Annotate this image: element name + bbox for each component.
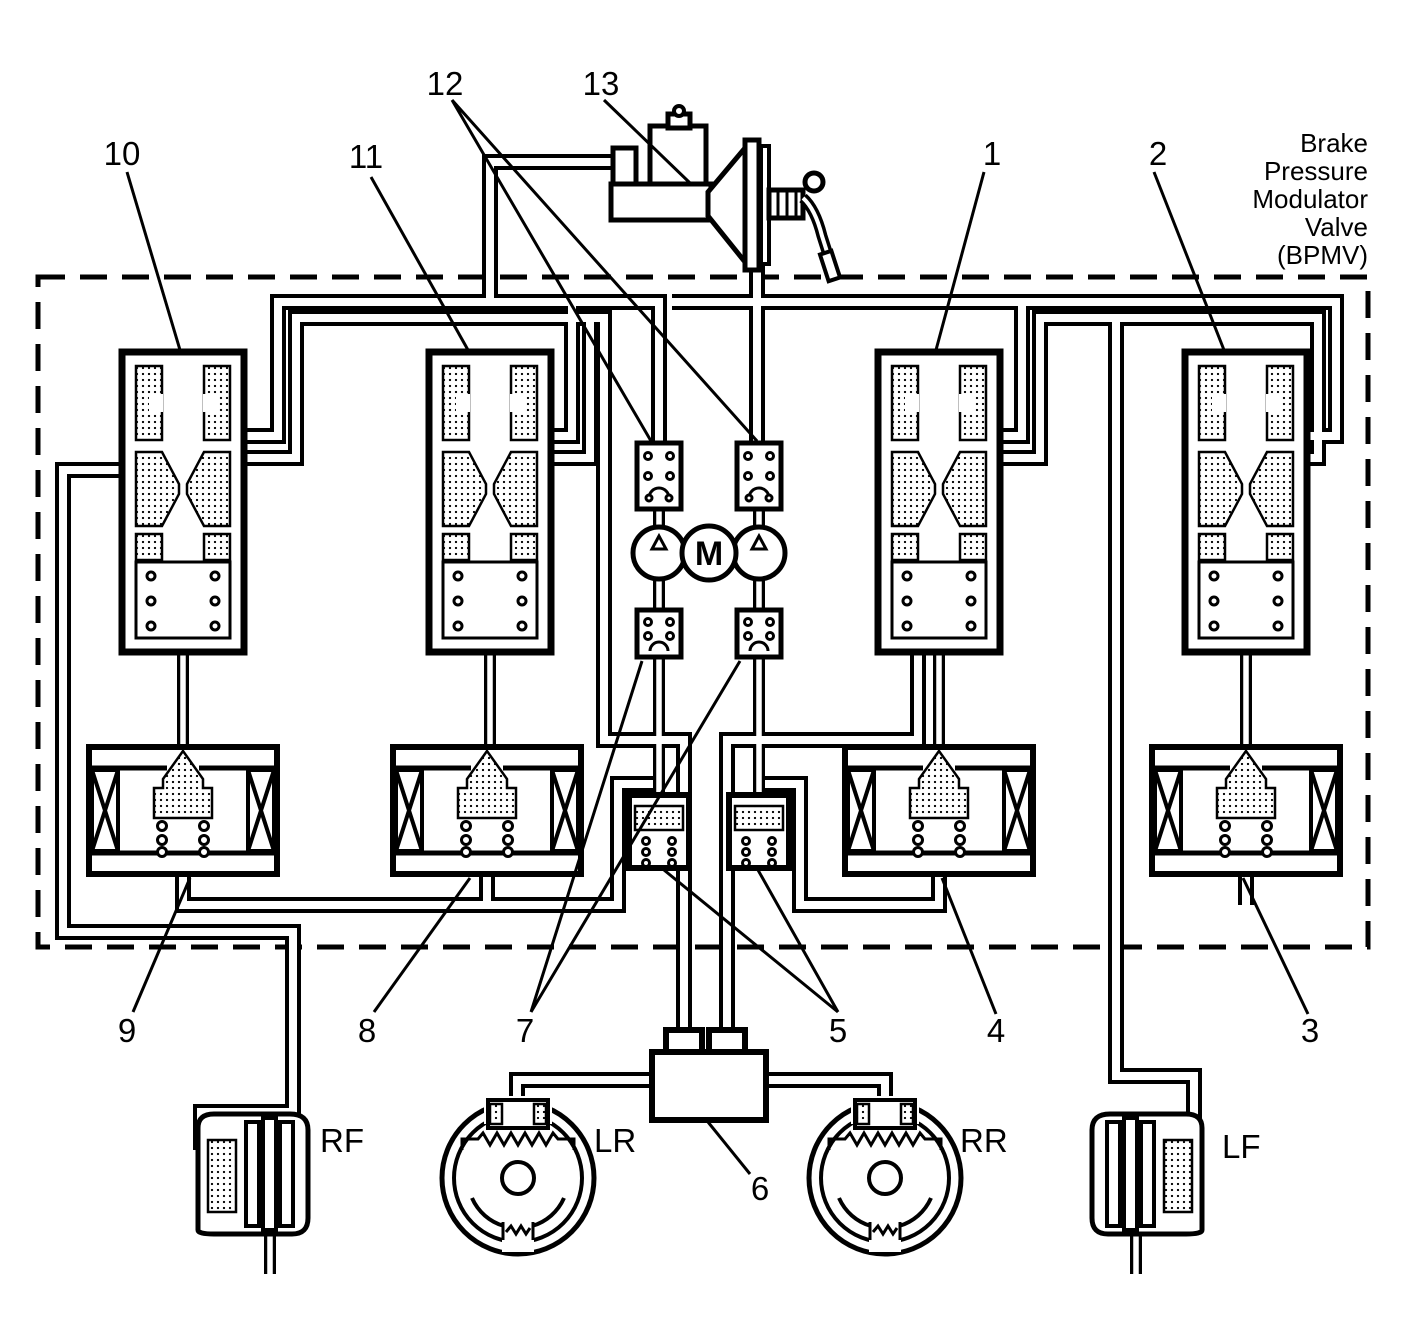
pedal-pivot-icon — [802, 170, 826, 194]
pushrod-ribs — [776, 192, 798, 216]
callout-5-label: 5 — [829, 1012, 847, 1049]
inlet-valve-10 — [118, 348, 248, 656]
callout-5-leader — [663, 868, 840, 1014]
bpmv-title-line-4: Valve — [1305, 212, 1368, 242]
callout-12-leader — [450, 98, 759, 443]
mc-cap-dome-icon — [672, 104, 686, 118]
callout-6-leader — [706, 1121, 752, 1175]
callout-2-label: 2 — [1149, 135, 1167, 172]
labels: 10 11 12 13 1 2 9 8 7 5 4 3 6 RF LR RR L… — [104, 65, 1369, 1207]
master-cylinder-assembly — [608, 104, 843, 284]
wheel-brake-lr — [439, 1096, 597, 1257]
callout-1-leader — [934, 171, 986, 351]
callout-13-leader — [602, 98, 692, 185]
callout-7-leader — [529, 660, 742, 1013]
check-valve-lower-left — [634, 607, 684, 660]
wheel-label-lf: LF — [1222, 1128, 1261, 1165]
inlet-valve-1 — [874, 348, 1004, 656]
callout-10-leader — [125, 171, 182, 351]
inlet-valve-2 — [1181, 348, 1311, 656]
check-valve-upper-right — [734, 440, 784, 512]
bpmv-title-line-5: (BPMV) — [1277, 240, 1368, 270]
pedal-pad — [817, 248, 843, 284]
callout-12-label: 12 — [427, 65, 464, 102]
pedal-arm-inner — [801, 196, 831, 259]
callout-7-label: 7 — [516, 1012, 534, 1049]
callout-2-leader — [1152, 171, 1226, 351]
callout-leaders — [125, 98, 1310, 1175]
pump-motor-group: M — [630, 523, 788, 583]
bpmv-title-line-2: Pressure — [1264, 156, 1368, 186]
accumulator-right — [726, 792, 792, 871]
check-valve-lower-right — [734, 607, 784, 660]
callout-6-label: 6 — [751, 1170, 769, 1207]
components: M — [86, 104, 1343, 1257]
callout-9-leader — [131, 877, 192, 1013]
pump-right-triangle-icon — [749, 532, 769, 551]
wheel-brake-rf — [195, 1111, 311, 1237]
check-valve-upper-left — [634, 440, 684, 512]
booster-cone — [705, 141, 748, 270]
callout-13-label: 13 — [583, 65, 620, 102]
callout-4-label: 4 — [987, 1012, 1005, 1049]
callout-8-leader — [372, 877, 472, 1013]
wheel-label-rr: RR — [960, 1122, 1008, 1159]
wheel-brake-rr — [806, 1096, 964, 1257]
booster-disc — [742, 137, 762, 273]
outlet-valve-3 — [1149, 744, 1343, 877]
bpmv-title: Brake Pressure Modulator Valve (BPMV) — [1252, 128, 1368, 270]
outlet-valve-8 — [390, 744, 584, 877]
motor-label: M — [695, 535, 723, 573]
callout-4-leader — [940, 877, 998, 1015]
wheel-label-lr: LR — [594, 1122, 636, 1159]
callout-1-label: 1 — [983, 135, 1001, 172]
junction-body — [649, 1049, 769, 1123]
bpmv-title-line-3: Modulator — [1252, 184, 1368, 214]
mc-reservoir — [647, 123, 709, 191]
junction-block — [649, 1027, 769, 1123]
bpmv-title-line-1: Brake — [1300, 128, 1368, 158]
mc-barrel — [608, 181, 714, 223]
pump-left-triangle-icon — [649, 532, 669, 551]
motor-circle — [679, 523, 739, 583]
callout-9-label: 9 — [118, 1012, 136, 1049]
callout-3-leader — [1241, 877, 1310, 1015]
wheel-label-rf: RF — [320, 1122, 364, 1159]
bpmv-boundary-box — [35, 274, 1371, 950]
callout-8-label: 8 — [358, 1012, 376, 1049]
inlet-valve-11 — [425, 348, 555, 656]
callout-11-label: 11 — [349, 138, 383, 175]
callout-3-label: 3 — [1301, 1012, 1319, 1049]
wheel-brake-lf — [1089, 1111, 1205, 1237]
outlet-valve-9 — [86, 744, 280, 877]
outlet-valve-4 — [842, 744, 1036, 877]
callout-10-label: 10 — [104, 135, 141, 172]
callout-11-leader — [369, 176, 470, 351]
